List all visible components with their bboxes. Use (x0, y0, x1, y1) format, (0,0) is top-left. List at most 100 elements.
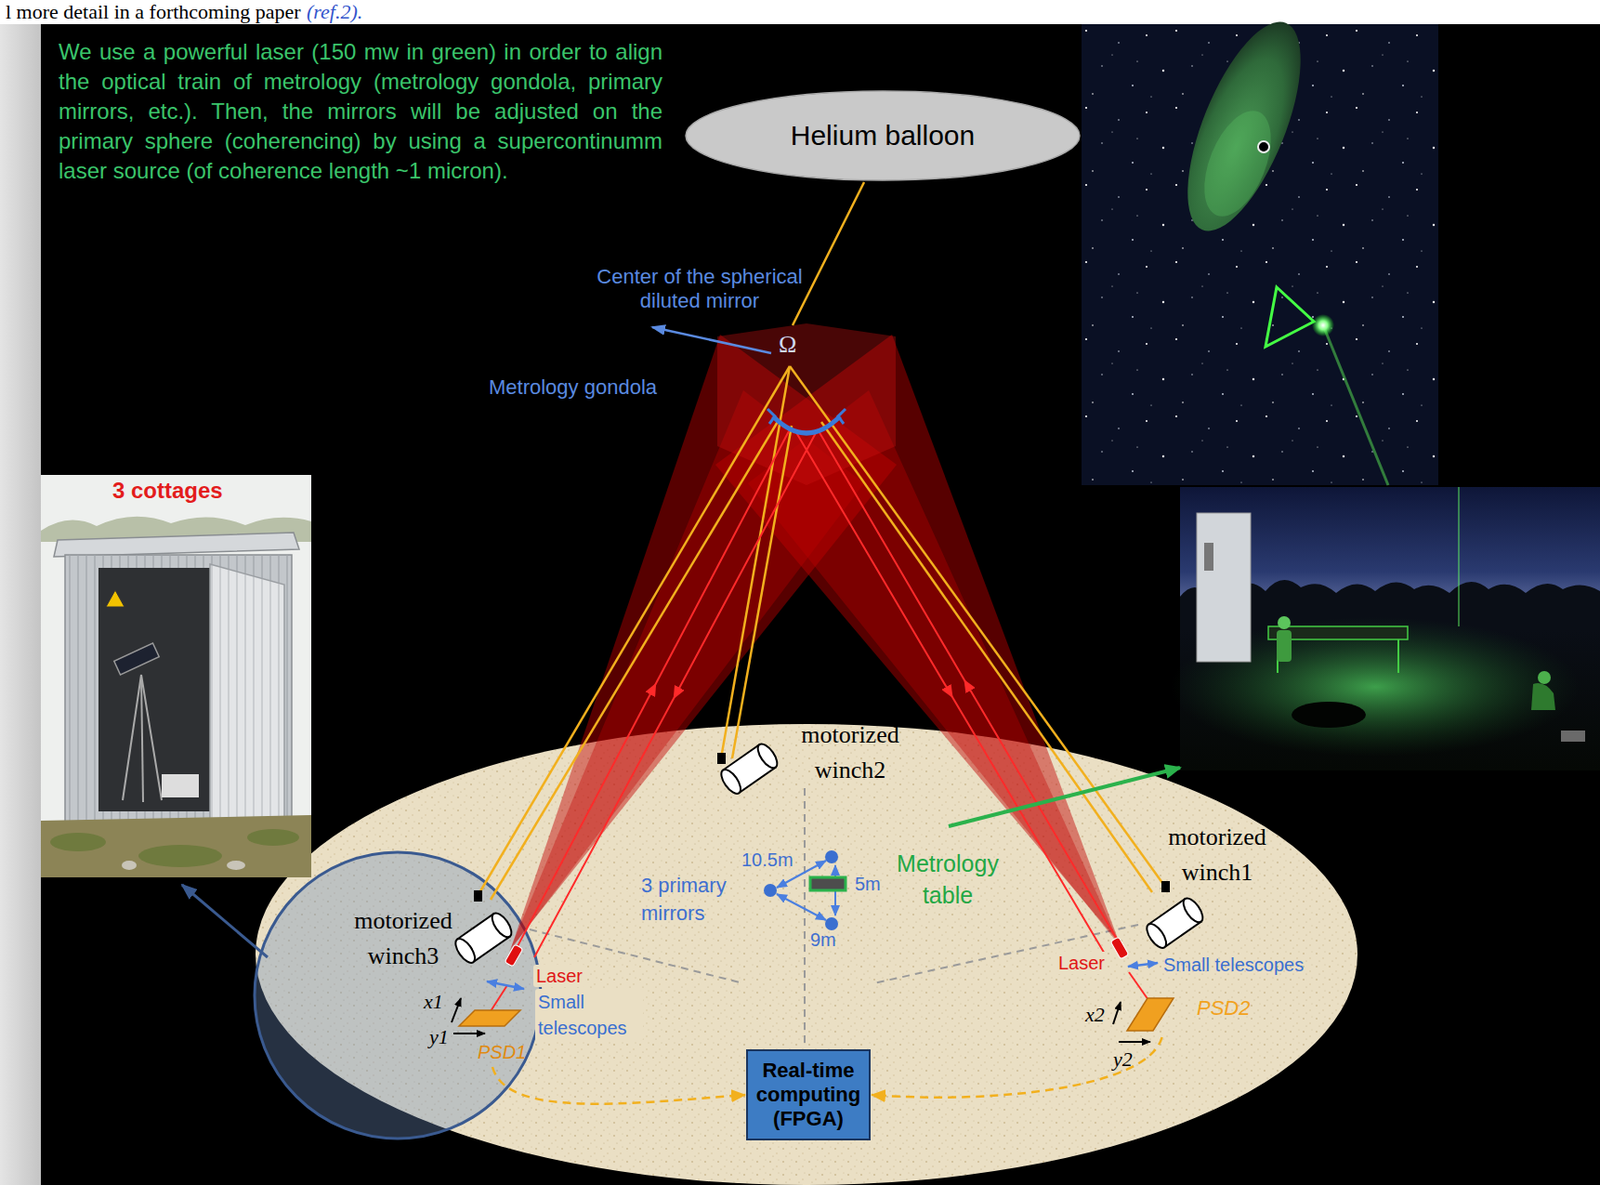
cottage-photo-part (141, 674, 144, 802)
metrology-gondola-part (838, 408, 846, 424)
psd-sensor-shape (459, 1009, 521, 1026)
cottage-photo-part (138, 844, 223, 867)
cottage-photo-part (226, 860, 246, 870)
winch-symbol-part-part (754, 740, 782, 772)
winch-symbol-part-part (488, 909, 516, 941)
gondola-label: Metrology gondola (488, 375, 657, 400)
ground-ellipse-part (255, 723, 1358, 1185)
winch-label: motorized winch3 (338, 903, 469, 974)
axis-arrow-part (1113, 1001, 1121, 1024)
pointer-arrow-part (182, 884, 268, 958)
table-label: Metrology table (878, 847, 1018, 911)
field-photo-part (1537, 670, 1551, 684)
laser-label: Laser (1055, 951, 1108, 974)
field-photo-part (1397, 639, 1400, 673)
signal-connector (871, 1036, 1163, 1098)
axis-label: y2 (1113, 1048, 1133, 1071)
page-ground-part (0, 24, 41, 1185)
node-text: Helium balloon (790, 118, 975, 153)
winch-symbol-part (1142, 894, 1207, 951)
tether-line-part (732, 425, 792, 759)
cottage-photo-part (40, 474, 312, 878)
telescope-arrow-part (486, 981, 525, 989)
field-photo-part (1531, 682, 1556, 710)
cottage-photo-part (122, 674, 142, 800)
tether-line-part (490, 419, 779, 900)
axis-arrow-part (453, 1032, 486, 1035)
primary-mirrors-part (825, 850, 839, 864)
note-text: We use a powerful laser (150 mw in green… (58, 37, 663, 186)
dimension: 9m (810, 929, 837, 950)
night-sky-photo-part (1265, 287, 1314, 347)
dimension: 10.5m (741, 849, 794, 870)
cottage-photo-part (98, 567, 210, 812)
magnifier-circle (254, 852, 541, 1139)
psd-sensor: PSD2 (1122, 990, 1255, 1036)
pointer-arrow (182, 327, 1181, 958)
field-photo-part (1277, 616, 1291, 630)
center-label: Center of the spherical diluted mirror (588, 264, 812, 314)
tether-line-part (477, 366, 790, 896)
night-sky-photo-part (1164, 7, 1324, 245)
telescope-arrow-part (1127, 962, 1158, 967)
winch-symbol-part (717, 740, 781, 797)
axis-arrow-part (1118, 1040, 1151, 1043)
cottage-photo-part (121, 860, 137, 870)
primary-mirrors-part (763, 883, 777, 897)
night-sky-photo-part (1258, 141, 1270, 153)
winch-symbol-part-part (1142, 920, 1170, 952)
night-sky-photo-part (1191, 101, 1286, 226)
cottage-photo-part (105, 590, 125, 607)
metrology-gondola-part (767, 408, 775, 424)
cottage-photo-part (209, 563, 285, 832)
axis-label: x1 (423, 990, 444, 1013)
node-text: Real-time computing (FPGA) (753, 1058, 864, 1131)
laser-ray (490, 429, 1149, 1011)
laser-source-part (504, 944, 524, 967)
winch-symbol-part (1161, 880, 1170, 892)
tether-line-part (792, 182, 865, 326)
node-text: PSD2 (1196, 996, 1250, 1021)
axis-arrow-part (451, 997, 461, 1023)
tether-line (477, 182, 1166, 900)
primary-mirrors-part (810, 877, 846, 891)
cottage-photo-part (161, 773, 199, 798)
dimension: 5m (854, 873, 881, 894)
winch-label: motorized winch1 (1152, 819, 1283, 891)
dashed-link-part (803, 787, 806, 1049)
magnifier-circle-part (254, 852, 541, 1139)
winch-symbol-part-part (451, 935, 479, 967)
field-photo (1170, 486, 1600, 771)
balloon-ellipse: Helium balloon (683, 89, 1082, 183)
laser-ray-part (490, 984, 508, 1011)
psd-sensor: PSD1 (453, 1007, 532, 1065)
psd-sensor-shape (1127, 997, 1174, 1031)
winch-symbol-part (717, 752, 726, 764)
mirror-label: 3 primary mirrors (641, 871, 748, 928)
field-photo-part (1560, 730, 1586, 742)
ground-ellipse (255, 723, 1358, 1185)
field-photo-part (1276, 629, 1292, 662)
pointer-arrow-part (652, 327, 772, 354)
field-photo-part (1204, 542, 1214, 571)
winch-symbol-part (451, 909, 515, 966)
field-photo-part (1291, 701, 1366, 728)
primary-mirrors-part (776, 893, 827, 920)
page-ground-part (0, 0, 1600, 25)
node-text: PSD1 (477, 1040, 526, 1063)
dashed-link-part (873, 924, 1139, 984)
cottage-photo-part (247, 828, 300, 846)
balloon-ellipse-shape (685, 91, 1080, 181)
laser-ray-part (817, 429, 1118, 941)
laser-beam-cone (509, 323, 1122, 952)
laser-source-part (1110, 936, 1129, 959)
night-sky-photo-part (1311, 314, 1335, 337)
photo-caption: 3 cottages (112, 477, 223, 504)
winch-symbol-part-part (1180, 894, 1207, 926)
laser-ray-part (1128, 971, 1149, 1000)
field-photo-part (1457, 486, 1460, 627)
header-fragment: l more detail in a forthcoming paper (5, 0, 302, 24)
